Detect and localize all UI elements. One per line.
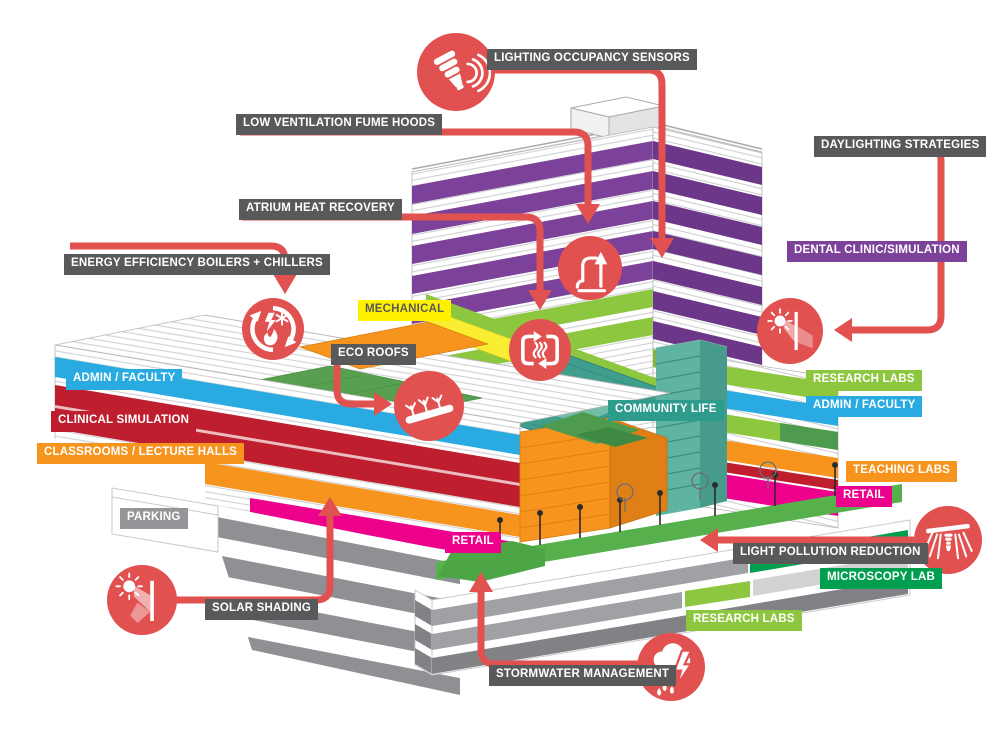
- plants-on-roof-icon: [405, 394, 454, 424]
- boilers-chillers-badge: [242, 298, 304, 360]
- program-admin-faculty-left: ADMIN / FACULTY: [66, 369, 183, 390]
- program-clinical-simulation: CLINICAL SIMULATION: [51, 411, 197, 432]
- energy-cycle-bolt-snowflake-flame-icon: [249, 305, 297, 353]
- connector-atrium: [242, 213, 544, 292]
- connector-stormwater: [477, 590, 639, 668]
- sun-through-window-icon: [767, 308, 813, 351]
- callout-eco-roofs: ECO ROOFS: [331, 344, 416, 365]
- heat-recovery-badge: [509, 319, 571, 381]
- research-labs-level: [685, 581, 750, 607]
- connector-fume-hoods: [240, 128, 592, 206]
- program-dental-clinic-simulation: DENTAL CLINIC/SIMULATION: [787, 241, 967, 262]
- program-admin-faculty-right: ADMIN / FACULTY: [806, 396, 923, 417]
- eco-roofs-badge: [394, 371, 464, 441]
- orange-pavilion: [519, 412, 668, 543]
- light-pollution-badge: [914, 506, 982, 574]
- callout-solar-shading: SOLAR SHADING: [205, 599, 319, 620]
- callout-energy-efficiency-boilers-chillers: ENERGY EFFICIENCY BOILERS + CHILLERS: [64, 254, 330, 275]
- solar-shading-badge: [107, 565, 177, 635]
- program-retail-right: RETAIL: [836, 486, 892, 507]
- callout-daylighting-strategies: DAYLIGHTING STRATEGIES: [814, 136, 987, 157]
- program-community-life: COMMUNITY LIFE: [608, 400, 724, 421]
- callout-lighting-occupancy-sensors: LIGHTING OCCUPANCY SENSORS: [487, 49, 697, 70]
- shielded-downlight-icon: [923, 523, 973, 560]
- fume-hoods-badge: [558, 236, 622, 300]
- lighting-occupancy-badge: [417, 33, 495, 111]
- program-classrooms-lecture-halls: CLASSROOMS / LECTURE HALLS: [37, 443, 245, 464]
- program-research-labs-bottom: RESEARCH LABS: [686, 610, 802, 631]
- program-retail-center: RETAIL: [445, 532, 501, 553]
- callout-stormwater-management: STORMWATER MANAGEMENT: [489, 665, 677, 686]
- callout-light-pollution-reduction: LIGHT POLLUTION REDUCTION: [733, 543, 928, 564]
- program-research-labs-right: RESEARCH LABS: [806, 370, 922, 391]
- daylighting-badge: [757, 298, 823, 364]
- sun-blocked-by-shade-icon: [115, 572, 154, 623]
- cfl-bulb-signal-waves-icon: [433, 50, 491, 93]
- program-mechanical: MECHANICAL: [358, 300, 452, 321]
- connector-daylighting: [850, 143, 945, 334]
- street-lamps: [496, 461, 838, 552]
- connector-eco-roofs: [333, 362, 376, 408]
- callout-arrowheads: [273, 204, 852, 592]
- connector-lighting: [492, 66, 666, 240]
- program-teaching-labs: TEACHING LABS: [846, 461, 958, 482]
- callout-low-ventilation-fume-hoods: LOW VENTILATION FUME HOODS: [236, 114, 443, 135]
- callout-atrium-heat-recovery: ATRIUM HEAT RECOVERY: [239, 199, 402, 220]
- fume-hood-exhaust-arrow-icon: [575, 251, 608, 293]
- trees: [616, 461, 777, 512]
- program-microscopy-lab: MICROSCOPY LAB: [820, 568, 943, 589]
- program-parking: PARKING: [120, 508, 188, 529]
- air-cycle-heat-waves-icon: [521, 331, 559, 369]
